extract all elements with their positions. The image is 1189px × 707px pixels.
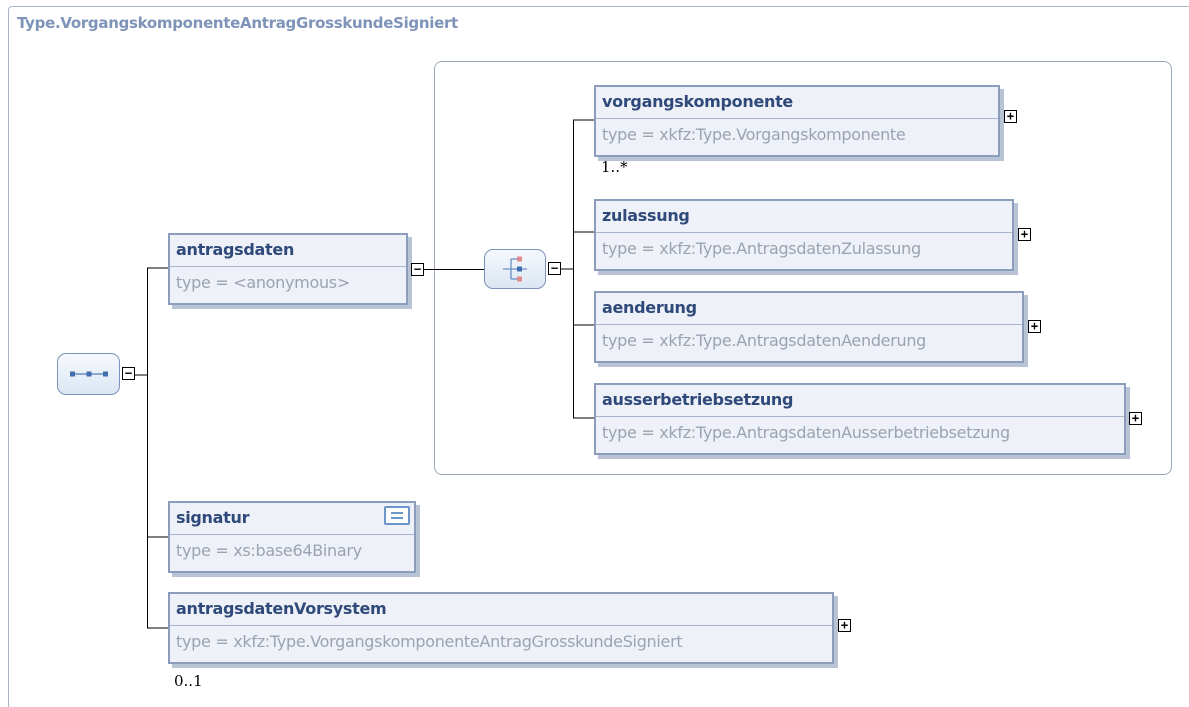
element-divider — [170, 625, 832, 626]
occurrence-label: 1..* — [601, 158, 628, 176]
element-name: zulassung — [602, 206, 690, 225]
element-divider — [170, 534, 414, 535]
element-type: type = xkfz:Type.AntragsdatenZulassung — [602, 239, 921, 258]
element-name: antragsdaten — [176, 240, 295, 259]
element-name: vorgangskomponente — [602, 92, 793, 111]
sequence-collapse-toggle[interactable]: − — [122, 367, 135, 380]
element-type: type = xs:base64Binary — [176, 541, 362, 560]
element-aenderung[interactable]: aenderung type = xkfz:Type.AntragsdatenA… — [594, 291, 1024, 363]
choice-collapse-toggle[interactable]: − — [548, 262, 561, 275]
element-divider — [596, 232, 1012, 233]
sequence-compositor[interactable] — [57, 353, 120, 395]
element-name: ausserbetriebsetzung — [602, 390, 794, 409]
element-vorgangskomponente[interactable]: vorgangskomponente type = xkfz:Type.Vorg… — [594, 85, 1000, 157]
element-type: type = <anonymous> — [176, 273, 350, 292]
diagram-title: Type.VorgangskomponenteAntragGrosskundeS… — [17, 14, 458, 32]
choice-compositor[interactable] — [484, 249, 546, 289]
vorgangskomponente-expand-toggle[interactable]: + — [1004, 110, 1017, 123]
documentation-icon[interactable] — [384, 506, 410, 525]
antragsdaten-collapse-toggle[interactable]: − — [411, 263, 424, 276]
element-antragsdatenVorsystem[interactable]: antragsdatenVorsystem type = xkfz:Type.V… — [168, 592, 834, 664]
zulassung-expand-toggle[interactable]: + — [1018, 228, 1031, 241]
element-name: aenderung — [602, 298, 697, 317]
element-name: signatur — [176, 508, 250, 527]
element-divider — [596, 118, 998, 119]
element-type: type = xkfz:Type.Vorgangskomponente — [602, 125, 906, 144]
element-zulassung[interactable]: zulassung type = xkfz:Type.AntragsdatenZ… — [594, 199, 1014, 271]
element-type: type = xkfz:Type.AntragsdatenAusserbetri… — [602, 423, 1010, 442]
antragsdatenVorsystem-expand-toggle[interactable]: + — [838, 619, 851, 632]
element-signatur[interactable]: signatur type = xs:base64Binary — [168, 501, 416, 573]
aenderung-expand-toggle[interactable]: + — [1028, 320, 1041, 333]
sequence-icon — [70, 371, 108, 377]
occurrence-label: 0..1 — [174, 672, 203, 690]
element-antragsdaten[interactable]: antragsdaten type = <anonymous> — [168, 233, 408, 305]
element-name: antragsdatenVorsystem — [176, 599, 387, 618]
element-type: type = xkfz:Type.AntragsdatenAenderung — [602, 331, 927, 350]
choice-icon — [503, 256, 527, 282]
diagram-frame — [8, 6, 1189, 707]
element-divider — [596, 324, 1022, 325]
element-divider — [596, 416, 1124, 417]
element-ausserbetriebsetzung[interactable]: ausserbetriebsetzung type = xkfz:Type.An… — [594, 383, 1126, 455]
element-divider — [170, 266, 406, 267]
choice-group-box — [434, 61, 1172, 475]
element-type: type = xkfz:Type.VorgangskomponenteAntra… — [176, 632, 683, 651]
ausserbetriebsetzung-expand-toggle[interactable]: + — [1129, 412, 1142, 425]
